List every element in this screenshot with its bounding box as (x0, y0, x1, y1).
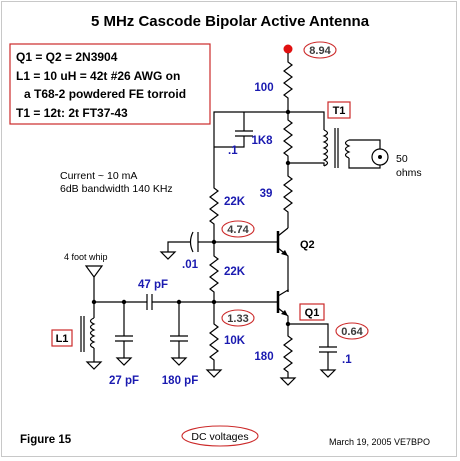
label-r-22k-mid: 22K (224, 266, 246, 278)
wire-cap-bottom (214, 136, 245, 148)
ground-symbol (115, 357, 133, 366)
q1-collector (277, 288, 289, 297)
specs-box (9, 43, 211, 125)
figure-label: Figure 15 (20, 434, 72, 446)
wire-cap-01-gnd (167, 241, 190, 252)
output-ohms-unit: ohms (396, 167, 422, 179)
q1-label-box (299, 303, 325, 321)
dc-voltages-label: DC voltages (191, 431, 248, 443)
voltage-supply: 8.94 (309, 45, 331, 57)
spec-line-4: T1 = 12t: 2t FT37-43 (16, 106, 128, 120)
spec-line-1: Q1 = Q2 = 2N3904 (16, 50, 118, 64)
ground-symbol (205, 369, 223, 378)
label-c-47pf: 47 pF (138, 279, 168, 291)
dc-voltages-oval (181, 425, 259, 447)
label-r-180: 180 (254, 351, 273, 363)
date-credit: March 19, 2005 VE7BPO (329, 437, 430, 447)
label-c-27pf: 27 pF (109, 375, 139, 387)
antenna-whip-icon (84, 265, 104, 279)
resistor-100 (283, 53, 293, 112)
label-r-100: 100 (254, 82, 273, 94)
label-q1: Q1 (305, 307, 320, 319)
voltage-q2-base: 4.74 (227, 224, 249, 236)
resistor-10k (209, 302, 219, 370)
ground-symbol (279, 377, 297, 386)
voltage-q1-emitter: 0.64 (341, 326, 363, 338)
whip-note: 4 foot whip (64, 252, 108, 262)
label-r-10k: 10K (224, 335, 246, 347)
output-connector (371, 148, 389, 166)
t1-primary-coil (322, 129, 329, 167)
wire-to-t1 (288, 111, 325, 130)
wire-t1-out (349, 139, 381, 149)
resistor-22k-top (209, 147, 219, 242)
label-t1: T1 (333, 105, 346, 117)
q2-emitter-arrow (281, 250, 288, 256)
spec-line-3: a T68-2 powdered FE torroid (24, 87, 186, 101)
voltage-q1-base: 1.33 (227, 313, 248, 325)
q1-emitter (277, 307, 289, 324)
resistor-39 (283, 163, 293, 228)
label-q2: Q2 (300, 239, 315, 251)
resistor-22k-mid (209, 242, 219, 302)
t1-label-box (327, 101, 351, 119)
label-c-01: .01 (182, 259, 199, 271)
wire-t1-return (288, 162, 325, 166)
wire-emitter-cap (288, 323, 329, 347)
voltage-oval-q1-base (221, 309, 255, 327)
label-c-01-top: .1 (228, 145, 238, 157)
spec-line-2: L1 = 10 uH = 42t #26 AWG on (16, 69, 180, 83)
current-note: Current ~ 10 mA (60, 170, 137, 182)
label-l1: L1 (56, 333, 69, 345)
output-ohms-value: 50 (396, 153, 408, 165)
label-c-01-bot: .1 (342, 354, 352, 366)
ground-symbol (170, 357, 188, 366)
t1-secondary-coil (344, 139, 351, 159)
resistor-1k8 (283, 112, 293, 163)
ground-symbol (159, 251, 177, 260)
q2-collector (277, 227, 289, 237)
ground-symbol (85, 361, 103, 370)
supply-terminal (283, 44, 293, 54)
label-r-1k8: 1K8 (251, 135, 273, 147)
voltage-oval-q2-base (221, 220, 255, 238)
l1-label-box (51, 329, 73, 347)
label-r-39: 39 (260, 188, 273, 200)
l1-coil (89, 317, 96, 349)
ground-symbol (319, 369, 337, 378)
voltage-oval-supply (303, 41, 337, 59)
q1-emitter-arrow (281, 310, 288, 316)
bandwidth-note: 6dB bandwidth 140 KHz (60, 183, 173, 195)
resistor-180 (283, 324, 293, 378)
wire-bias-rail (213, 111, 288, 147)
output-connector-pin (378, 155, 382, 159)
voltage-oval-q1-emitter (335, 322, 369, 340)
diagram-title: 5 MHz Cascode Bipolar Active Antenna (91, 13, 370, 30)
cap-01-plate-curved (189, 231, 194, 253)
label-c-180pf: 180 pF (162, 375, 198, 387)
wire-t1-gnd (348, 158, 381, 169)
label-r-22k-top: 22K (224, 196, 246, 208)
